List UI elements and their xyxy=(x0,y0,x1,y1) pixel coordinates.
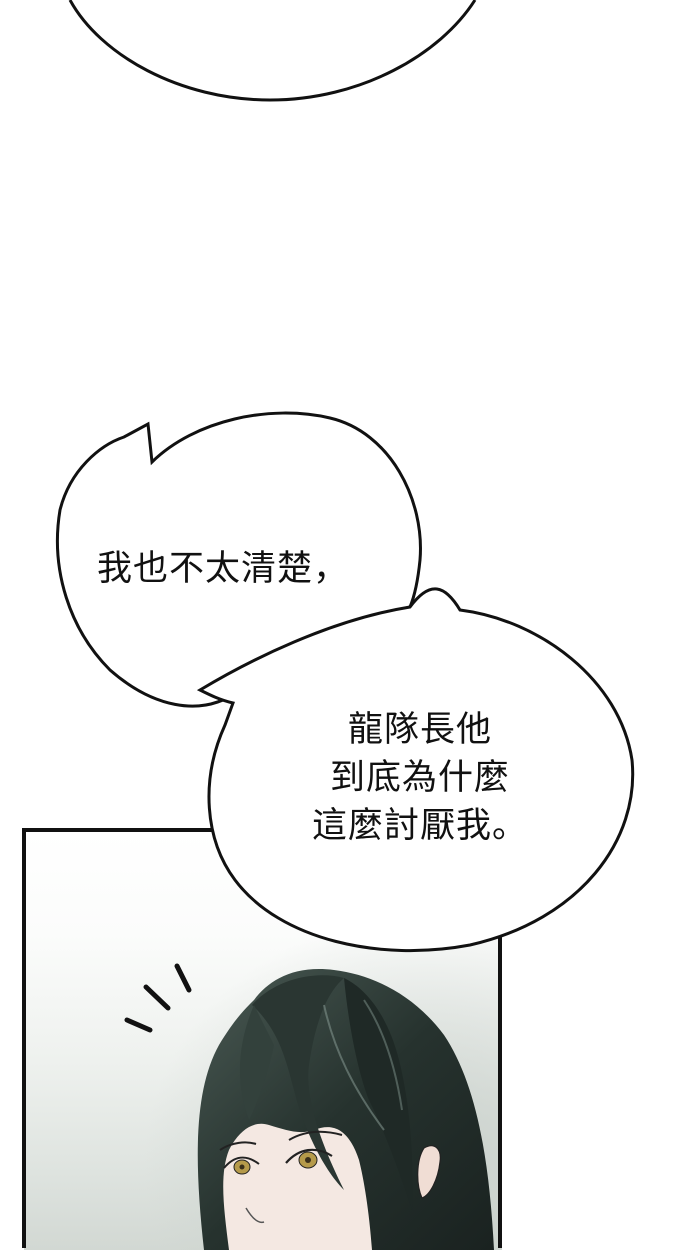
bubble-2-line-1: 龍隊長他 xyxy=(347,710,492,750)
top-bubble-remnant xyxy=(68,0,477,102)
bubble-2-line-3: 這麼討厭我。 xyxy=(311,806,528,846)
surprise-lines-effect xyxy=(124,963,192,1033)
speech-bubble-2-text: 龍隊長他 到底為什麼 這麼討厭我。 xyxy=(290,706,550,850)
bubble-1-line-1: 我也不太清楚， xyxy=(97,549,350,589)
right-eye xyxy=(285,1148,333,1169)
left-eye xyxy=(223,1156,260,1175)
speech-bubble-1-text: 我也不太清楚， xyxy=(97,540,349,591)
bubble-2-line-2: 到底為什麼 xyxy=(329,758,510,798)
speech-bubble-2-shape xyxy=(196,587,635,953)
